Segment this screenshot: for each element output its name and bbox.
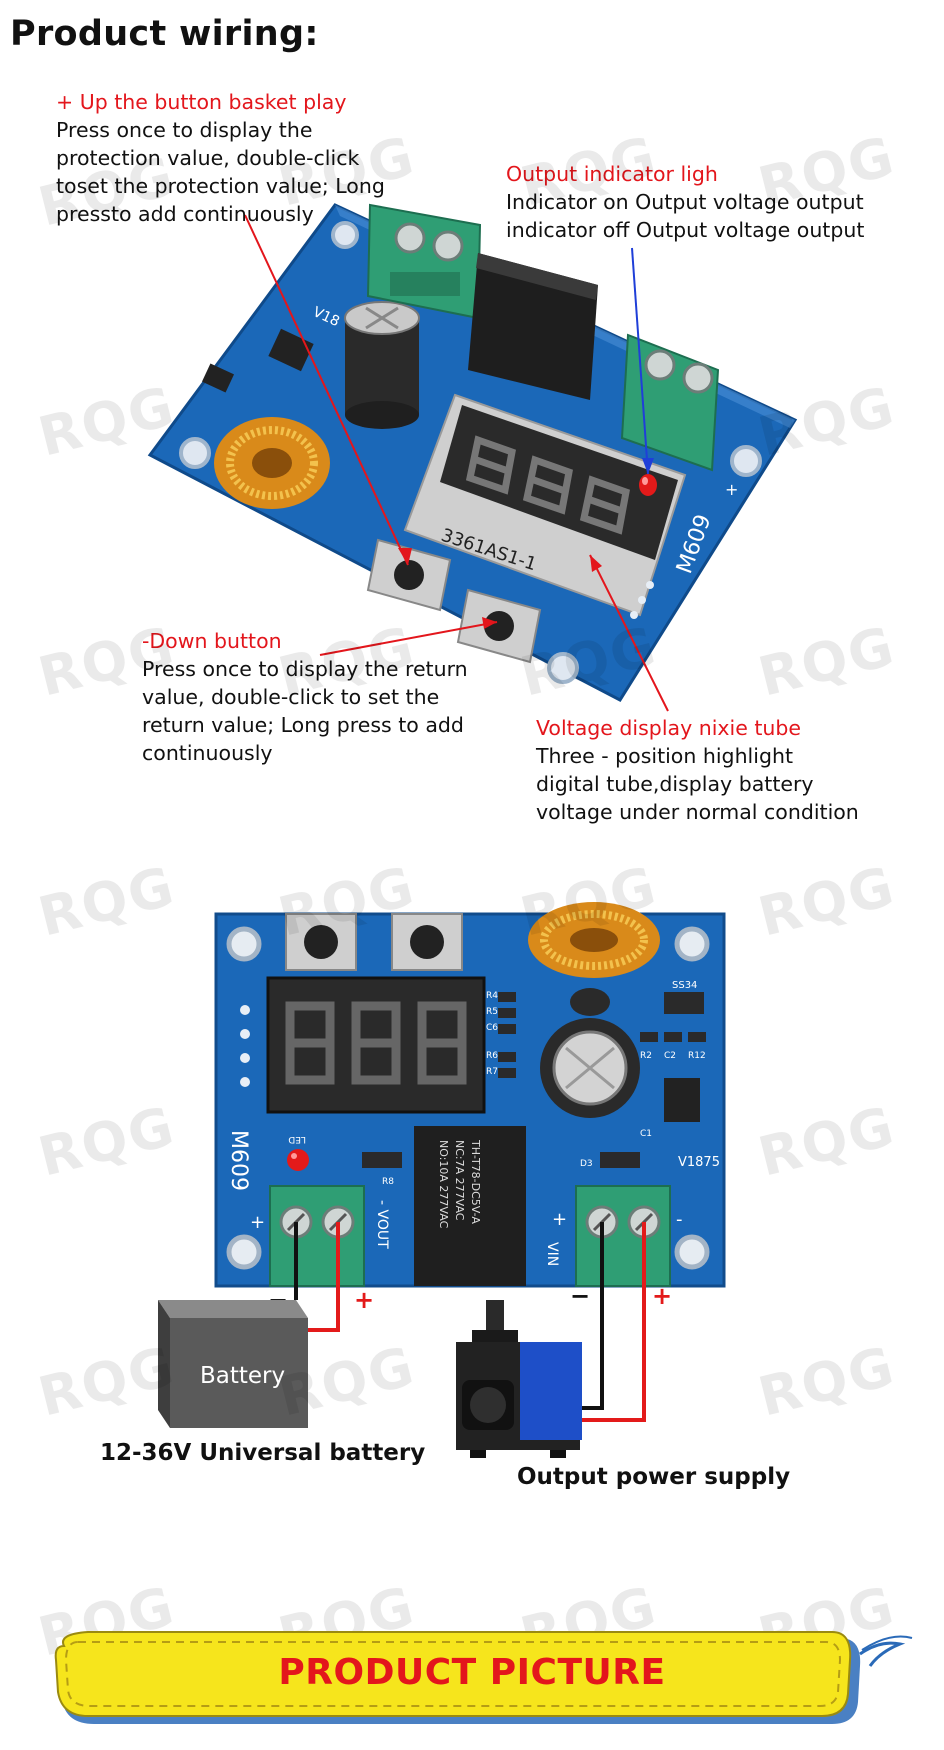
output-indicator-callout: Output indicator ligh Indicator on Outpu… [506, 160, 864, 244]
top-display: 3361AS1-1 [403, 393, 687, 617]
bottom-smd-label: R5 [486, 1007, 498, 1017]
output-indicator-line: indicator off Output voltage output [506, 218, 865, 242]
up-button-line: protection value, double-click [56, 146, 360, 170]
indicator-pointer [631, 247, 649, 475]
bottom-relay: NO:10A 277VAC NC:7A 277VAC TH-T78-DC5V-A [414, 1126, 526, 1286]
bottom-left-plus: + [250, 1212, 265, 1233]
down-button-pointer [319, 621, 498, 656]
voltage-display-line: voltage under normal condition [536, 800, 859, 824]
bottom-down-button [391, 913, 463, 971]
bottom-smd-label: C6 [486, 1023, 498, 1033]
top-board-image: 3361AS1-1 M609 V18 + [147, 203, 798, 712]
bottom-model-label: M609 [226, 1130, 251, 1191]
bottom-relay-text: NC:7A 277VAC [453, 1140, 466, 1221]
top-output-led [639, 474, 657, 496]
pump-negative-wire [580, 1222, 604, 1410]
bottom-board-image: M609 LED R4 R5 C6 R6 R7 R8 R2 C2 R12 C1 … [158, 902, 726, 1458]
voltage-display-callout: Voltage display nixie tube Three - posit… [536, 714, 859, 826]
bottom-smd-label: R7 [486, 1067, 498, 1077]
bottom-model-code: V1875 [678, 1155, 720, 1170]
top-terminal-input [366, 203, 482, 320]
pump-graphic [456, 1300, 582, 1458]
top-relay [468, 253, 598, 400]
up-button-line: toset the protection value; Long [56, 174, 385, 198]
pump-minus-sign: − [570, 1282, 590, 1310]
down-button-heading: -Down button [142, 629, 282, 653]
bottom-inductor [528, 902, 660, 978]
bottom-smd-label: R8 [382, 1177, 394, 1187]
bottom-smd-label: C2 [664, 1051, 676, 1061]
top-inductor [214, 417, 330, 509]
bottom-led-label: LED [288, 1134, 306, 1144]
bottom-smd-label: R6 [486, 1051, 498, 1061]
product-picture-banner [54, 1631, 913, 1724]
voltage-display-line: Three - position highlight [536, 744, 793, 768]
pump-plus-sign: + [652, 1282, 672, 1310]
up-button-callout: + Up the button basket play Press once t… [56, 88, 385, 228]
battery-plus-sign: + [354, 1286, 374, 1314]
bottom-in-label: VIN [544, 1242, 560, 1266]
bottom-smd-label: R2 [640, 1051, 652, 1061]
voltage-display-line: digital tube,display battery [536, 772, 814, 796]
bottom-smd-label: R12 [688, 1051, 706, 1061]
pump-positive-wire [580, 1222, 646, 1422]
down-button-line: value, double-click to set the [142, 685, 440, 709]
top-capacitor [344, 301, 420, 429]
top-plus: + [725, 480, 738, 499]
page-title: Product wiring: [10, 14, 319, 54]
display-pointer [589, 554, 669, 712]
bottom-capacitor [540, 1018, 640, 1118]
bottom-led: LED [287, 1134, 309, 1171]
down-button-line: continuously [142, 741, 273, 765]
bottom-terminal-input [575, 1185, 671, 1287]
battery-text: Battery [200, 1363, 285, 1389]
bottom-chip-label: SS34 [672, 980, 697, 991]
up-button-heading: + Up the button basket play [56, 90, 347, 114]
battery-graphic: Battery [158, 1300, 308, 1428]
battery-positive-wire [308, 1222, 340, 1332]
bottom-up-button [285, 913, 357, 971]
bottom-smd-label: C1 [640, 1129, 652, 1139]
output-indicator-heading: Output indicator ligh [506, 162, 718, 186]
top-up-button [366, 538, 452, 612]
down-button-line: Press once to display the return [142, 657, 468, 681]
bottom-relay-text: NO:10A 277VAC [437, 1140, 450, 1229]
banner-text: PRODUCT PICTURE [278, 1652, 666, 1693]
battery-caption: 12-36V Universal battery [100, 1440, 426, 1466]
down-button-line: return value; Long press to add [142, 713, 464, 737]
bottom-smd-label: D3 [580, 1159, 593, 1169]
bottom-out-label: - VOUT [374, 1200, 390, 1249]
bottom-display [266, 976, 486, 1114]
output-indicator-line: Indicator on Output voltage output [506, 190, 864, 214]
bottom-right-minus: - [676, 1209, 683, 1230]
up-button-line: Press once to display the [56, 118, 313, 142]
output-caption: Output power supply [517, 1464, 791, 1490]
bottom-smd-label: R4 [486, 991, 498, 1001]
up-button-pointer [244, 214, 409, 566]
voltage-display-heading: Voltage display nixie tube [536, 716, 802, 740]
bottom-right-plus: + [552, 1209, 567, 1230]
bottom-terminal-output [269, 1185, 365, 1287]
bottom-relay-text: TH-T78-DC5V-A [469, 1139, 482, 1224]
down-button-callout: -Down button Press once to display the r… [142, 627, 468, 767]
top-down-button [456, 588, 542, 664]
up-button-line: pressto add continuously [56, 202, 314, 226]
